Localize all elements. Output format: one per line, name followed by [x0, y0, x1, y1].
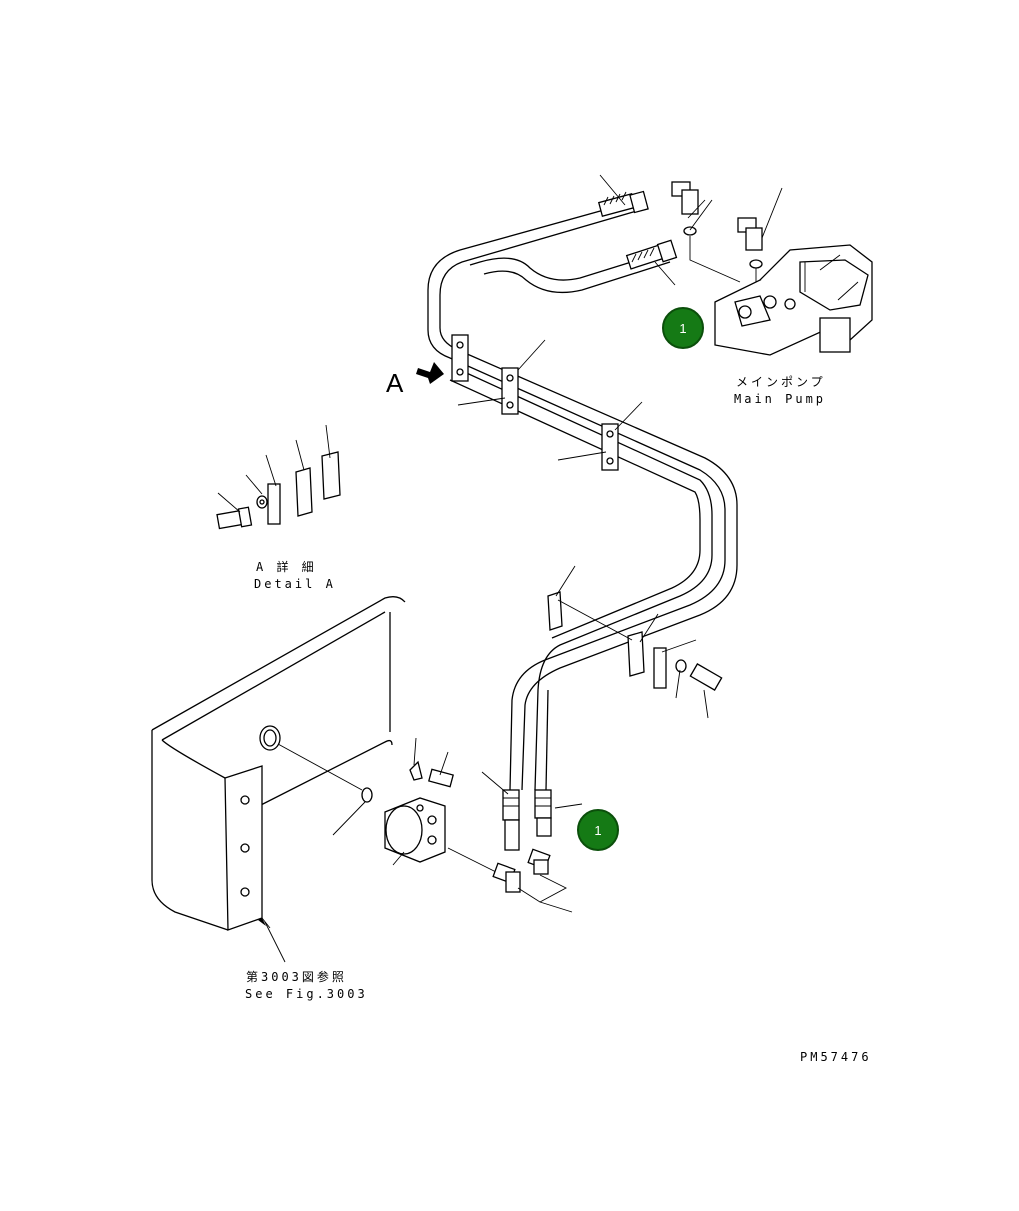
leader-lines — [457, 174, 676, 461]
pipe-clamps — [451, 334, 619, 471]
pipe-assembly — [427, 199, 738, 791]
view-arrow-icon — [416, 362, 444, 384]
see-fig-label-en: See Fig.3003 — [245, 987, 368, 1001]
lower-hose-fittings — [481, 771, 583, 851]
lower-elbow-fittings — [492, 848, 573, 913]
main-pump-icon — [714, 244, 873, 356]
drawing-number: PM57476 — [800, 1050, 872, 1064]
valve-block-icon — [384, 737, 501, 875]
see-fig-label-jp: 第3003図参照 — [246, 970, 347, 984]
detail-a-parts — [216, 424, 341, 530]
detail-a-label-en: Detail A — [254, 577, 336, 591]
lower-clamp-parts — [547, 565, 723, 719]
upper-hose-fittings — [597, 190, 678, 270]
view-marker-a: A — [386, 368, 404, 398]
tank-outline — [151, 596, 406, 963]
detail-a-label-jp: A 詳 細 — [256, 560, 317, 574]
main-pump-label-en: Main Pump — [734, 392, 827, 406]
callout-lower[interactable]: 1 — [577, 809, 619, 851]
main-pump-label-jp: メインポンプ — [736, 375, 826, 389]
callout-upper[interactable]: 1 — [662, 307, 704, 349]
